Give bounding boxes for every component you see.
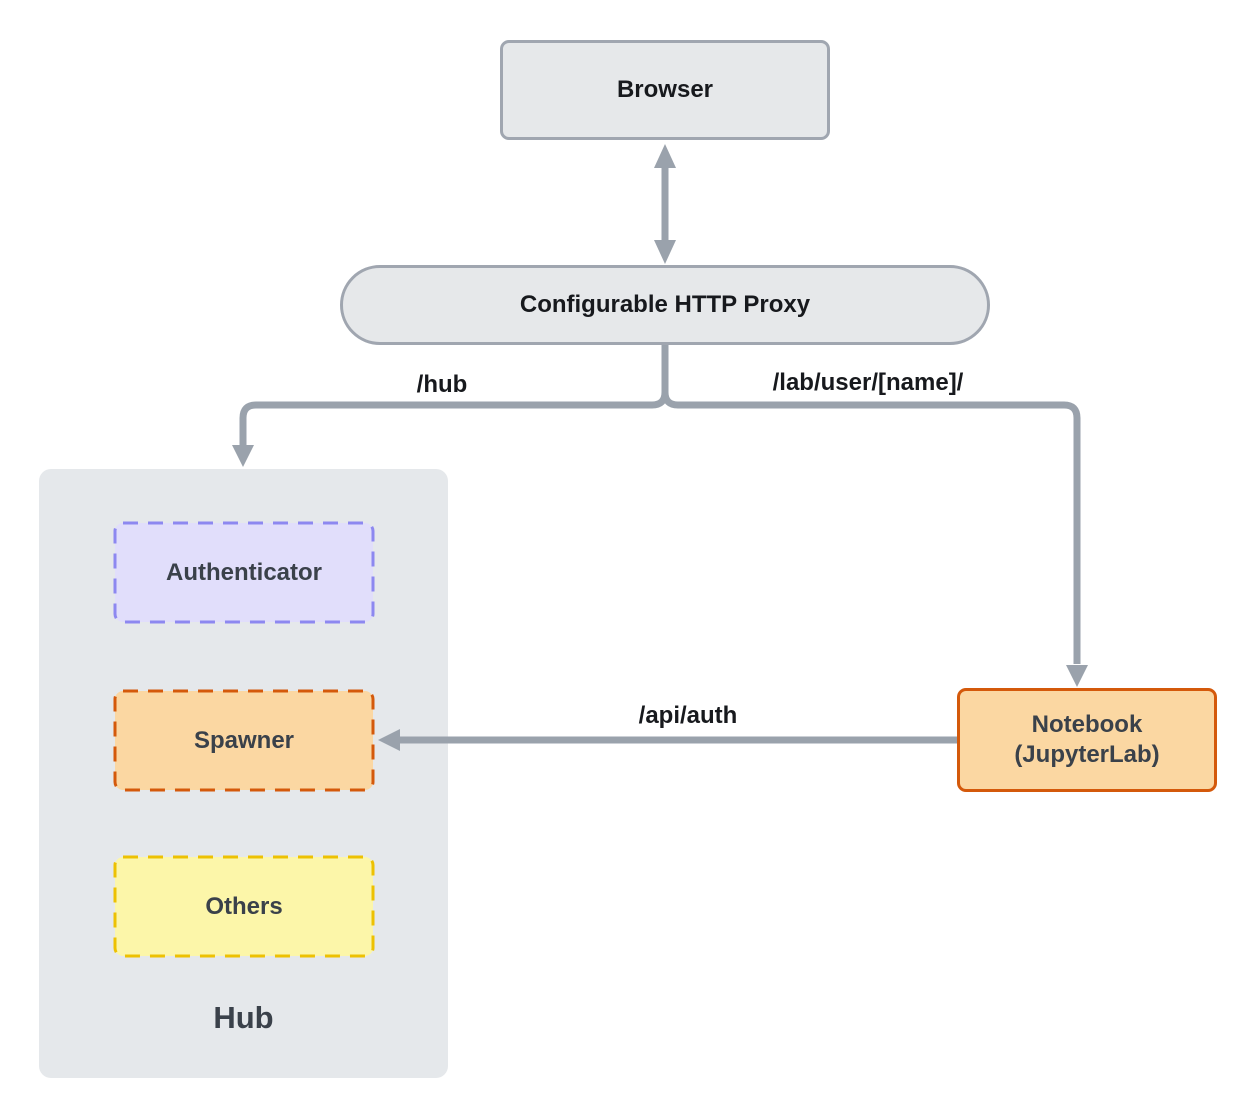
edge-label-api-auth: /api/auth	[638, 702, 738, 729]
edge-label-lab-path: /lab/user/[name]/	[772, 369, 964, 396]
browser-label: Browser	[616, 76, 714, 103]
authenticator-dashed-border	[113, 521, 375, 624]
hub-container: Authenticator Spawner Others Hub	[39, 469, 448, 1078]
others-label: Others	[205, 892, 283, 920]
authenticator-label: Authenticator	[166, 558, 322, 586]
arrowhead-down-proxy	[654, 240, 676, 264]
edge-proxy-notebook	[661, 345, 1081, 664]
spawner-label: Spawner	[193, 726, 295, 754]
node-browser: Browser	[500, 40, 830, 140]
arrowhead-notebook	[1066, 665, 1088, 687]
node-notebook: Notebook (JupyterLab)	[957, 688, 1217, 792]
arrowhead-hub	[232, 445, 254, 467]
arrowhead-up-browser	[654, 144, 676, 168]
notebook-label-line2: (JupyterLab)	[1014, 741, 1160, 768]
notebook-label: Notebook (JupyterLab)	[1014, 710, 1159, 770]
notebook-label-line1: Notebook	[1031, 711, 1143, 738]
node-others: Others	[113, 855, 375, 958]
arrowhead-spawner	[378, 729, 400, 751]
others-dashed-border	[113, 855, 375, 958]
edge-label-hub-path: /hub	[416, 371, 468, 398]
hub-title: Hub	[213, 1000, 274, 1035]
node-authenticator: Authenticator	[113, 521, 375, 624]
proxy-label: Configurable HTTP Proxy	[519, 291, 811, 318]
node-proxy: Configurable HTTP Proxy	[340, 265, 990, 345]
node-spawner: Spawner	[113, 689, 375, 792]
spawner-dashed-border	[113, 689, 375, 792]
